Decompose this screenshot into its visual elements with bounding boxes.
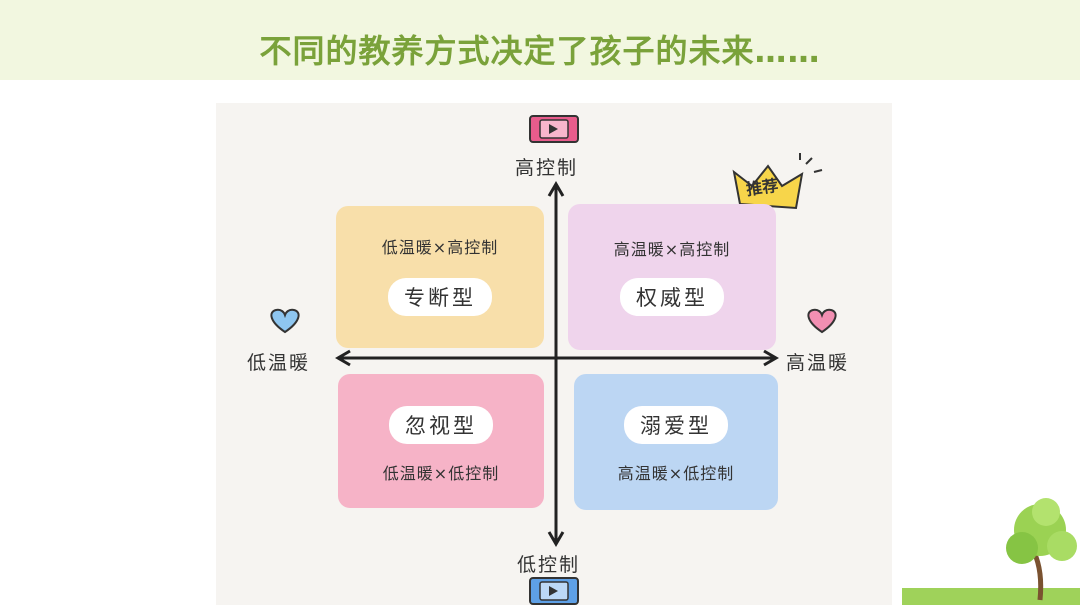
heart-icon-right [807, 308, 837, 334]
axis-label-right: 高温暖 [786, 352, 850, 374]
axis-label-top: 高控制 [515, 157, 579, 179]
play-icon-top [529, 115, 579, 143]
quadrant-subtitle: 高温暖×高控制 [613, 240, 731, 259]
quadrant-neglectful: 忽视型 低温暖×低控制 [338, 374, 544, 508]
quadrant-permissive: 溺爱型 高温暖×低控制 [574, 374, 778, 510]
quadrant-subtitle: 低温暖×低控制 [382, 464, 500, 483]
quadrant-name: 溺爱型 [624, 406, 728, 444]
axes [335, 181, 779, 547]
axis-label-left: 低温暖 [247, 352, 311, 374]
quadrant-name: 权威型 [620, 278, 724, 316]
quadrant-name: 专断型 [388, 278, 492, 316]
quadrant-subtitle: 低温暖×高控制 [381, 238, 499, 257]
quadrant-authoritarian: 低温暖×高控制 专断型 [336, 206, 544, 348]
play-icon-bottom [529, 577, 579, 605]
recommend-badge: 推荐 [745, 175, 780, 200]
heart-icon-left [270, 308, 300, 334]
title-banner: 不同的教养方式决定了孩子的未来…… [0, 0, 1080, 80]
page-title: 不同的教养方式决定了孩子的未来…… [259, 32, 821, 70]
quadrant-authoritative: 高温暖×高控制 权威型 [568, 204, 776, 350]
axis-label-bottom: 低控制 [517, 554, 581, 576]
quadrant-subtitle: 高温暖×低控制 [617, 464, 735, 483]
quadrant-name: 忽视型 [389, 406, 493, 444]
tree-icon [902, 498, 1080, 605]
